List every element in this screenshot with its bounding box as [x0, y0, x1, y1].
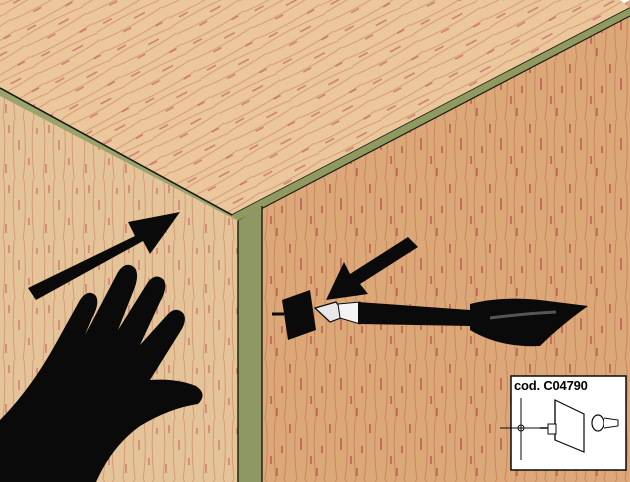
part-code-label: cod. C04790 — [514, 378, 588, 393]
vertical-edge-band — [238, 206, 262, 482]
